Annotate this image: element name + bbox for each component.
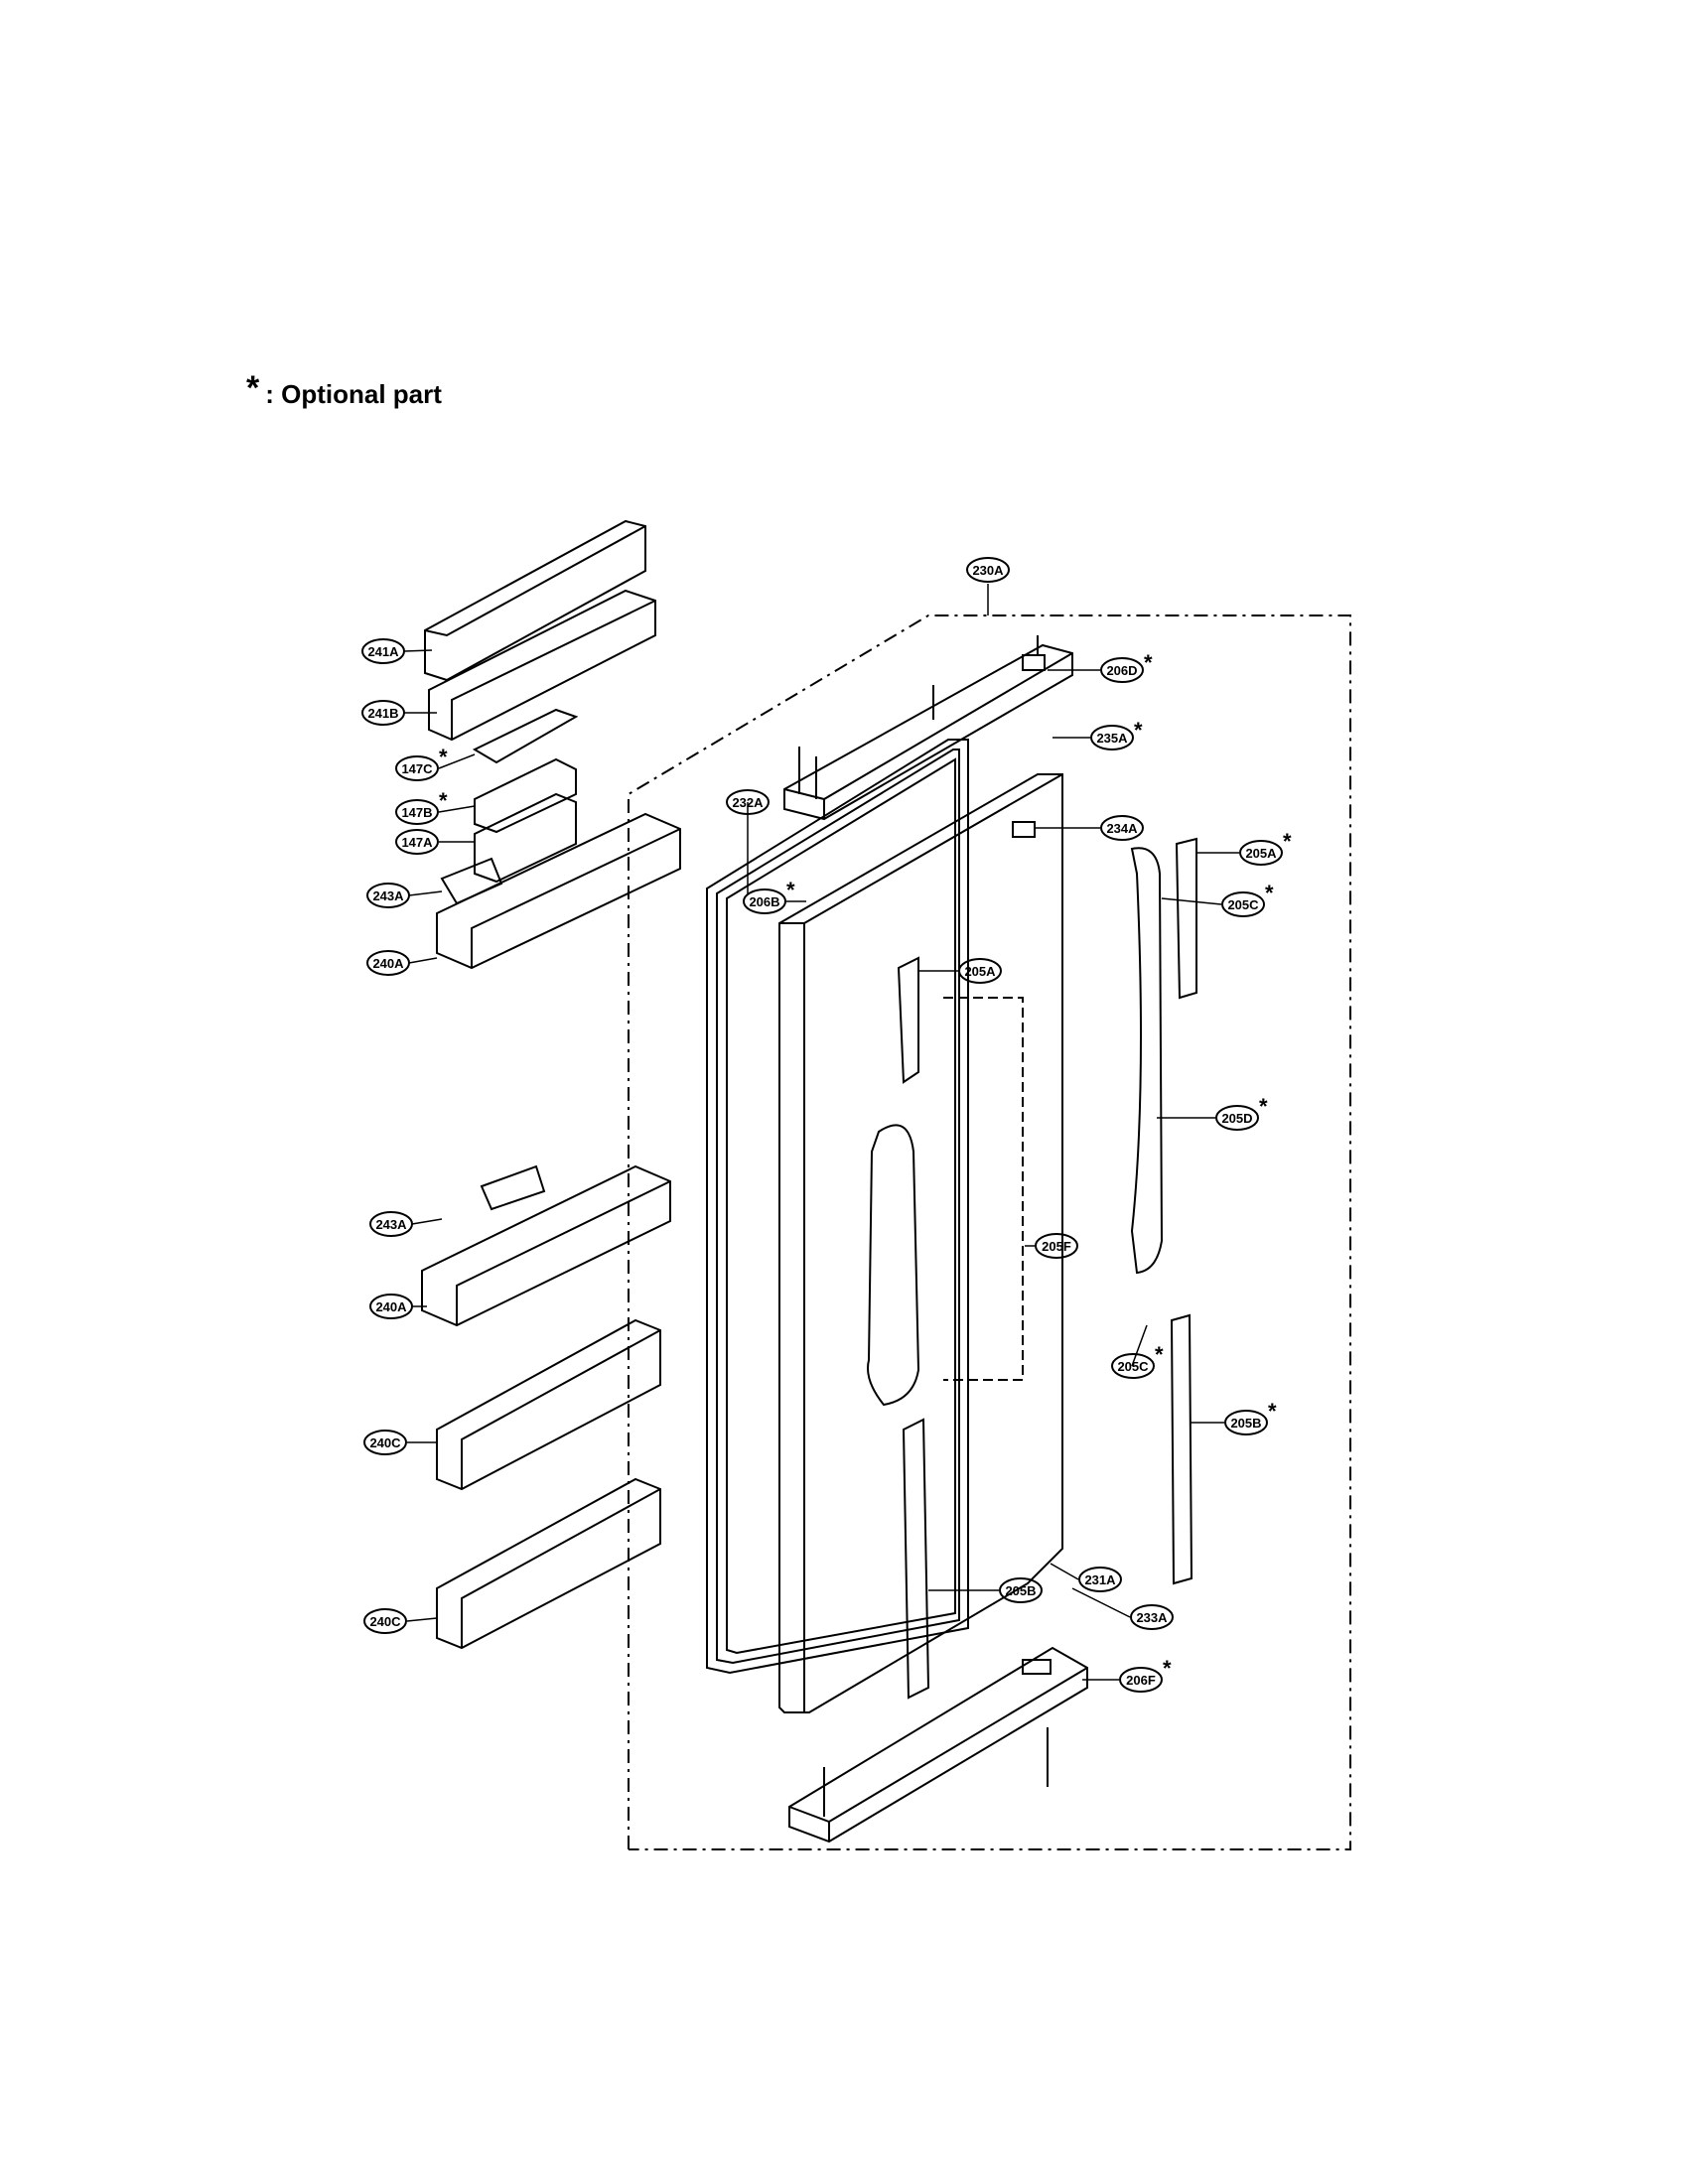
callout-147C: 147C — [395, 755, 439, 781]
callout-240A: 240A — [366, 950, 410, 976]
callout-147B: 147B — [395, 799, 439, 825]
callout-label: 240C — [369, 1614, 401, 1629]
optional-asterisk: * — [1163, 1656, 1172, 1681]
callout-label: 205F — [1042, 1239, 1071, 1254]
callout-241A: 241A — [361, 638, 405, 664]
callout-205C-optional-top: 205C — [1221, 891, 1265, 917]
callout-235A: 235A — [1090, 725, 1134, 751]
callout-label: 240A — [375, 1299, 407, 1314]
door-panel — [778, 773, 1063, 1713]
callout-label: 147B — [401, 805, 432, 820]
optional-asterisk: * — [1155, 1342, 1164, 1367]
callout-label: 243A — [375, 1217, 407, 1232]
callout-label: 205C — [1117, 1359, 1149, 1374]
door-gasket — [706, 739, 969, 1675]
callout-label: 233A — [1136, 1610, 1168, 1625]
callout-147A: 147A — [395, 829, 439, 855]
callout-240A-lower: 240A — [369, 1294, 413, 1319]
callout-label: 241A — [367, 644, 399, 659]
callout-205A: 205A — [958, 958, 1002, 984]
optional-asterisk: * — [1134, 718, 1143, 743]
callout-205F: 205F — [1035, 1233, 1078, 1259]
callout-231A: 231A — [1078, 1567, 1122, 1592]
callout-label: 240A — [372, 956, 404, 971]
top-hinge-cover — [783, 635, 1073, 821]
callout-label: 230A — [972, 563, 1004, 578]
callout-label: 241B — [367, 706, 398, 721]
leader-lines — [403, 584, 1239, 1681]
callout-205A-optional: 205A — [1239, 840, 1283, 866]
optional-markers: * * * * * * * * * * * — [439, 650, 1292, 1681]
callout-label: 235A — [1096, 731, 1128, 746]
callout-230A: 230A — [966, 557, 1010, 583]
callout-label: 147A — [401, 835, 433, 850]
optional-asterisk: * — [1268, 1399, 1277, 1424]
callout-240C: 240C — [363, 1430, 407, 1455]
callout-label: 234A — [1106, 821, 1138, 836]
callout-label: 206B — [749, 894, 779, 909]
callout-label: 240C — [369, 1435, 401, 1450]
callout-label: 205B — [1230, 1416, 1261, 1431]
callout-241B: 241B — [361, 700, 405, 726]
optional-asterisk: * — [786, 878, 795, 902]
callout-233A: 233A — [1130, 1604, 1174, 1630]
optional-asterisk: * — [1144, 650, 1153, 675]
callout-label: 206D — [1106, 663, 1137, 678]
legend-text: : Optional part — [265, 379, 442, 409]
callout-label: 205A — [964, 964, 996, 979]
callout-232A: 232A — [726, 789, 770, 815]
callout-label: 231A — [1084, 1572, 1116, 1587]
callout-label: 206F — [1126, 1673, 1156, 1688]
callout-205D: 205D — [1215, 1105, 1259, 1131]
asterisk-symbol: * — [246, 369, 260, 407]
callout-label: 205D — [1221, 1111, 1252, 1126]
callout-label: 243A — [372, 888, 404, 903]
callout-label: 205B — [1005, 1583, 1036, 1598]
optional-asterisk: * — [1259, 1094, 1268, 1119]
callout-243A: 243A — [366, 883, 410, 908]
callout-206D: 206D — [1100, 657, 1144, 683]
callout-206F: 206F — [1119, 1667, 1163, 1693]
optional-asterisk: * — [439, 788, 448, 813]
callout-206B: 206B — [743, 888, 786, 914]
callout-layer: 230A 241A 241B 147C 147B 147A 243A 240A … — [361, 557, 1283, 1693]
callout-205B: 205B — [999, 1577, 1043, 1603]
callout-label: 147C — [401, 761, 433, 776]
callout-label: 205A — [1245, 846, 1277, 861]
door-assembly-boundary — [628, 614, 1351, 1850]
callout-243A-lower: 243A — [369, 1211, 413, 1237]
side-handle — [1130, 837, 1197, 1585]
callout-label: 232A — [732, 795, 764, 810]
callout-234A: 234A — [1100, 815, 1144, 841]
door-bins — [421, 519, 681, 1650]
optional-asterisk: * — [1265, 881, 1274, 905]
callout-205B-optional: 205B — [1224, 1410, 1268, 1435]
optional-asterisk: * — [439, 745, 448, 769]
front-handle — [867, 956, 1024, 1700]
optional-part-legend: *: Optional part — [246, 369, 442, 410]
optional-asterisk: * — [1283, 829, 1292, 854]
callout-240C-lower: 240C — [363, 1608, 407, 1634]
callout-205C-optional-bottom: 205C — [1111, 1353, 1155, 1379]
bottom-hinge-cover — [788, 1646, 1088, 1843]
callout-label: 205C — [1227, 897, 1259, 912]
